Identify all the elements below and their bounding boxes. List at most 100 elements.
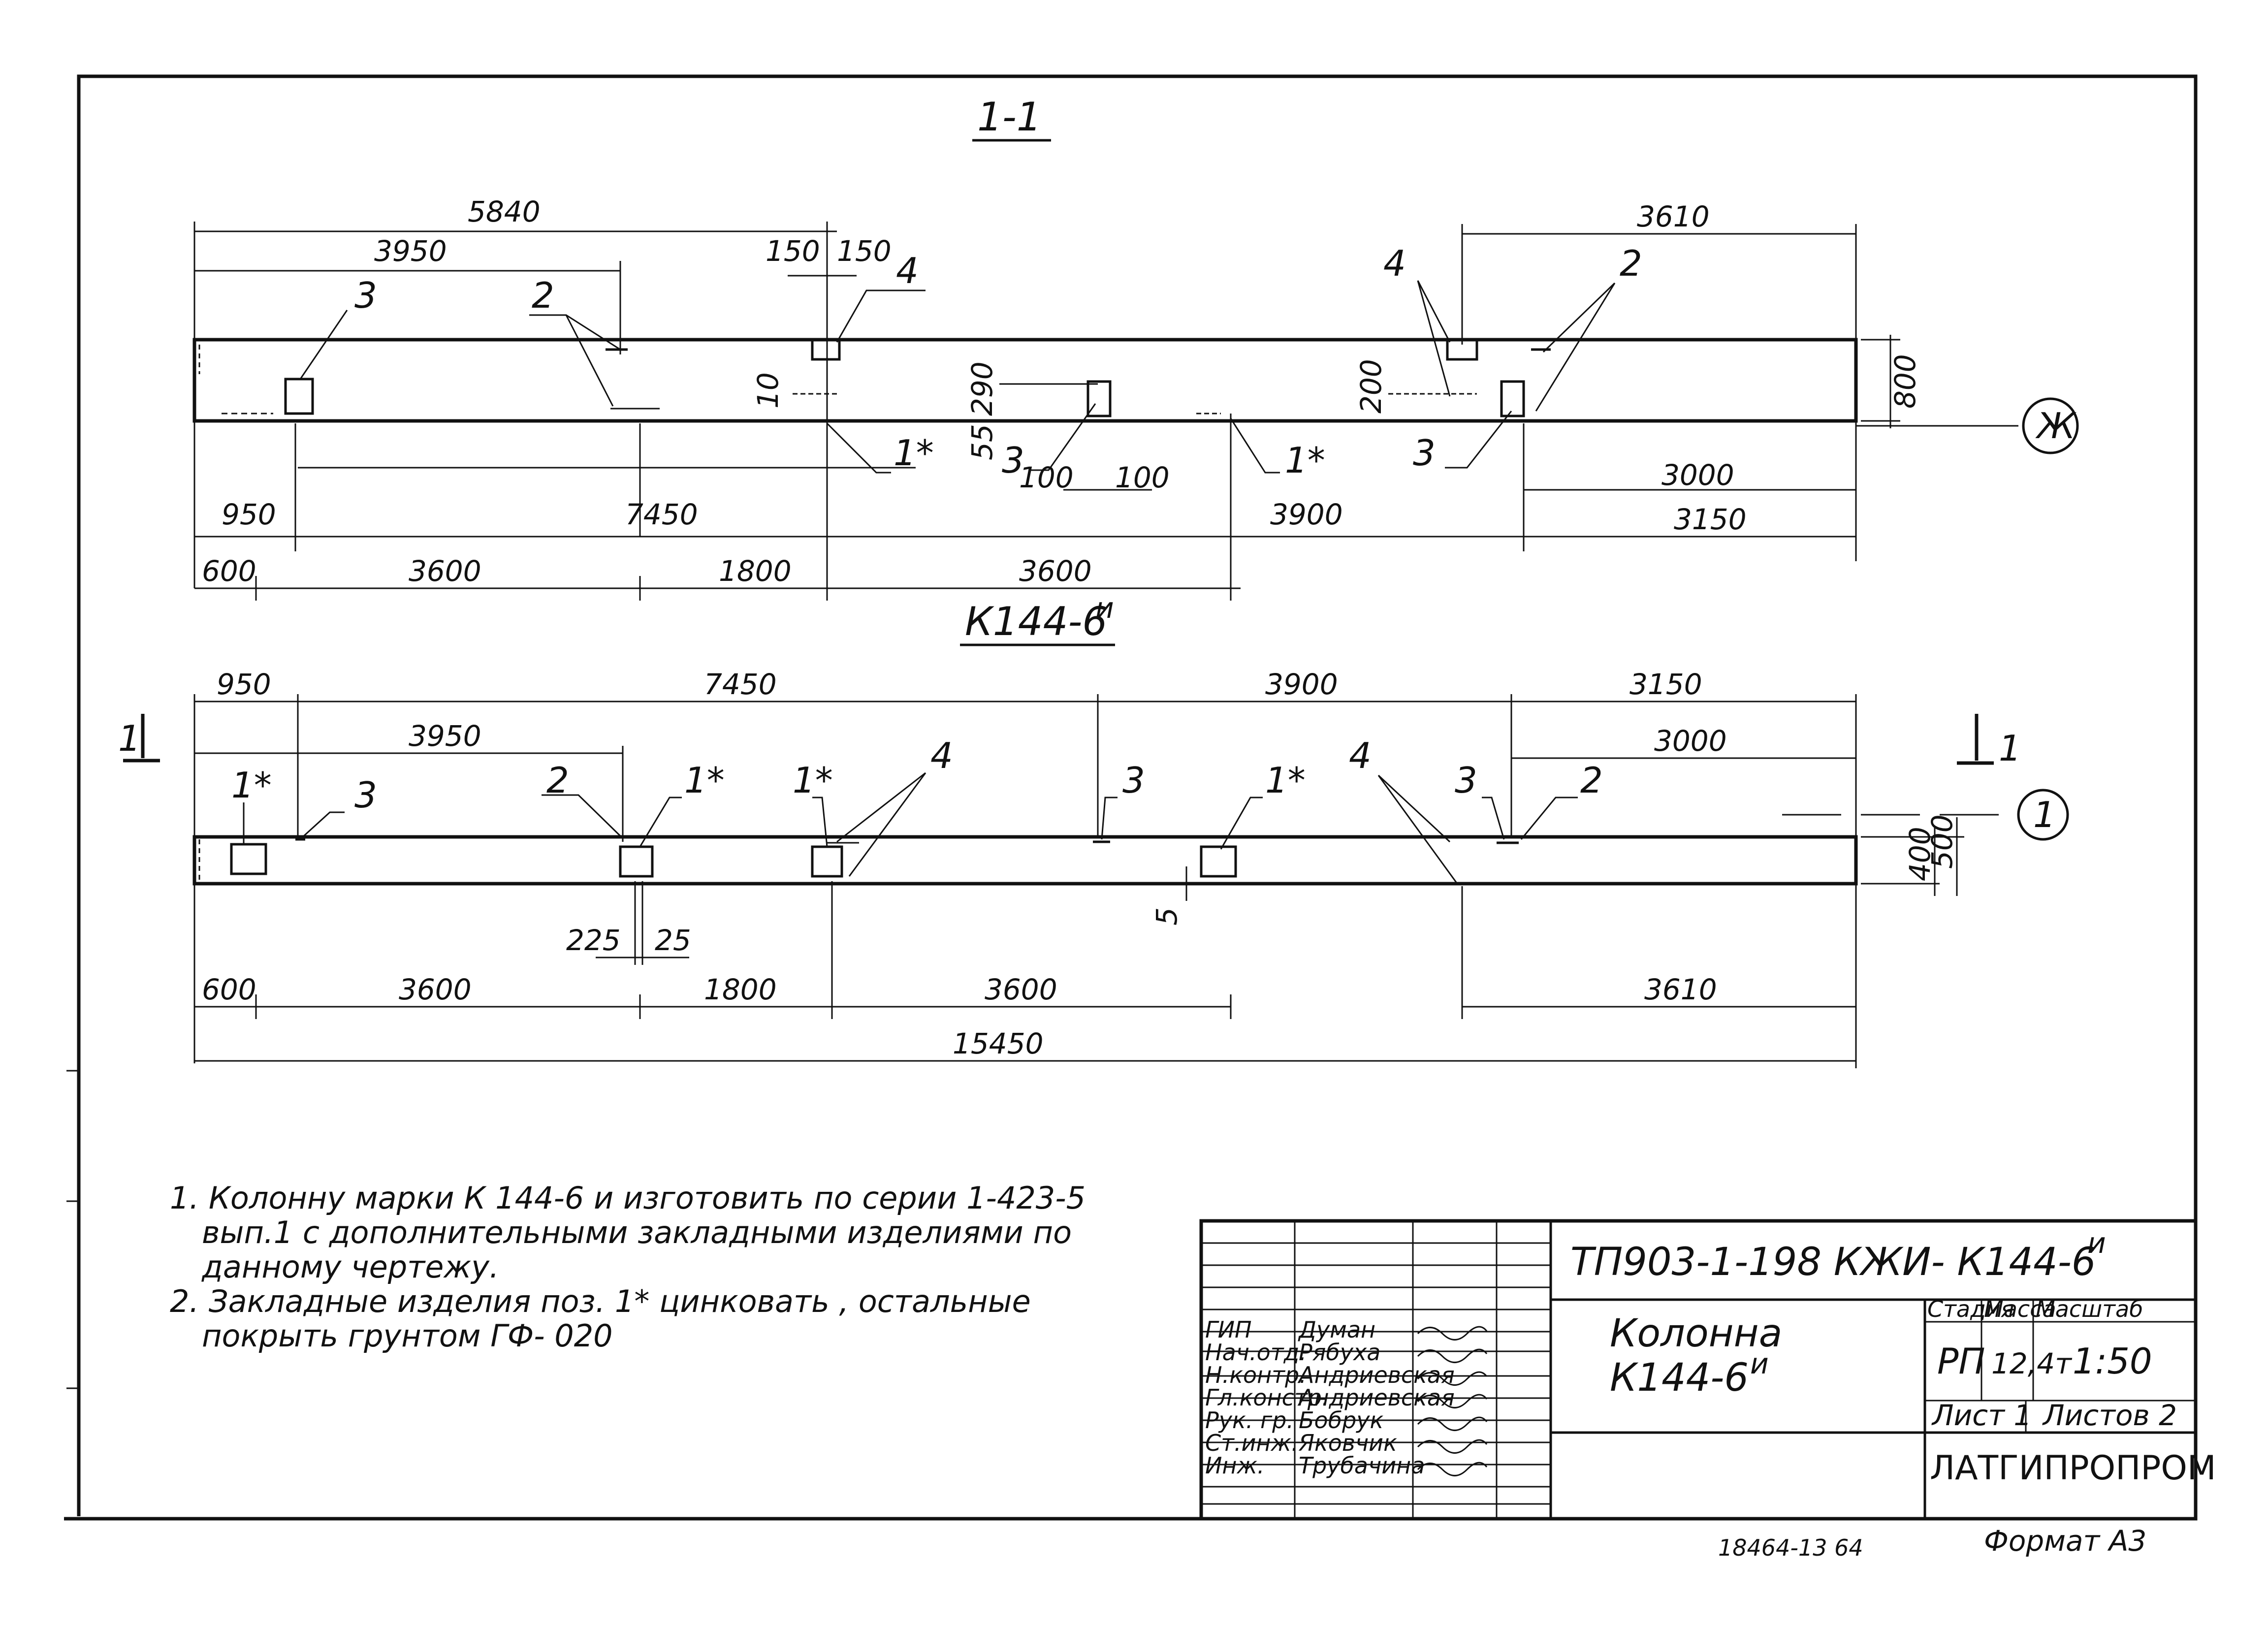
callout-1b: 1* — [1285, 440, 1325, 481]
dim-1800-b: 1800 — [704, 973, 777, 1006]
dim-200: 200 — [1354, 359, 1388, 414]
dim-5840: 5840 — [468, 195, 541, 228]
dim-150-b: 150 — [837, 234, 892, 268]
callout-2a: 2 — [532, 275, 554, 316]
dim-3150-b: 3150 — [1629, 668, 1702, 701]
callout-3a: 3 — [354, 275, 377, 316]
callout-4a: 4 — [896, 250, 919, 291]
callout-2b: 2 — [1620, 243, 1642, 284]
dim-3950: 3950 — [374, 234, 447, 268]
signature-role: ГИП — [1205, 1316, 1252, 1343]
callout-4b-b: 4 — [1349, 735, 1372, 776]
section-label: 1-1 — [977, 94, 1042, 140]
dim-7450: 7450 — [625, 498, 698, 531]
callout-3b-b: 3 — [1122, 760, 1145, 801]
dim-3900: 3900 — [1270, 498, 1343, 531]
column-body-bottom — [192, 835, 1858, 886]
callout-3b: 3 — [1002, 440, 1024, 481]
dim-100-a: 100 — [1019, 461, 1074, 494]
signature-name: Андриевская — [1297, 1362, 1455, 1388]
signature-scribble — [1417, 1439, 1488, 1454]
note-line-4: 2. Закладные изделия поз. 1* цинковать ,… — [170, 1283, 1031, 1319]
embedded-plate-1d — [1200, 845, 1237, 878]
scale-header: Масштаб — [2036, 1296, 2143, 1322]
dim-1800: 1800 — [719, 554, 792, 588]
dim-3900-b: 3900 — [1265, 668, 1338, 701]
embedded-plate-1a — [230, 843, 267, 875]
signature-scribble — [1417, 1348, 1488, 1363]
axis-label-zh: Ж — [2035, 405, 2077, 447]
stage-value: РП — [1937, 1341, 1985, 1382]
dim-800: 800 — [1888, 354, 1922, 409]
dim-55: 55 — [965, 424, 999, 460]
signature-scribble — [1417, 1326, 1488, 1341]
signature-scribble — [1417, 1462, 1488, 1476]
dim-3600-a: 3600 — [409, 554, 481, 588]
section-1-1: 1-1 5840 3950 3610 150 150 10 — [192, 94, 2079, 601]
section-cut-label-right: 1 — [1999, 728, 2021, 769]
dim-950-b: 950 — [217, 668, 271, 701]
callout-1c-b: 1* — [793, 760, 833, 801]
dim-3950-b: 3950 — [409, 719, 481, 753]
part-name-line1: Колонна — [1610, 1311, 1782, 1356]
signature-name: Бобрук — [1299, 1407, 1383, 1434]
note-line-5: покрыть грунтом ГФ- 020 — [202, 1318, 613, 1354]
signature-name: Думан — [1298, 1316, 1375, 1343]
embedded-plate-3a — [284, 378, 314, 415]
dim-3000: 3000 — [1661, 458, 1734, 492]
callout-4b: 4 — [1383, 243, 1406, 284]
dim-290: 290 — [965, 361, 999, 416]
elevation-label: К144-6 — [965, 599, 1107, 644]
dim-100-b: 100 — [1115, 461, 1170, 494]
note-line-3: данному чертежу. — [201, 1249, 499, 1285]
axis-marker-1 — [2017, 789, 2069, 841]
callout-4a-b: 4 — [930, 735, 953, 776]
callout-3a-b: 3 — [354, 774, 377, 816]
embedded-plate-3c — [1500, 380, 1525, 417]
dim-3600-d: 3600 — [985, 973, 1057, 1006]
dim-3610-b: 3610 — [1644, 973, 1717, 1006]
dim-7450-b: 7450 — [704, 668, 777, 701]
elevation-k144: К144-6 и 1 1 950 7450 3900 3 1 — [118, 591, 2069, 1068]
signature-role: Н.контр. — [1205, 1362, 1307, 1388]
callout-3c: 3 — [1413, 432, 1436, 474]
sheet-count: Листов 2 — [2042, 1399, 2177, 1432]
dim-5: 5 — [1150, 907, 1183, 926]
part-name-line2: К144-6 — [1610, 1356, 1749, 1400]
callout-1a-b: 1* — [231, 765, 272, 806]
axis-marker-zh — [2022, 397, 2079, 454]
dim-400: 400 — [1903, 827, 1937, 881]
signature-name: Рябуха — [1299, 1339, 1380, 1366]
dim-10: 10 — [751, 372, 785, 409]
inventory-number: 18464-13 64 — [1718, 1534, 1863, 1561]
dim-225: 225 — [566, 924, 621, 957]
signature-role: Гл.констр. — [1205, 1384, 1329, 1411]
callout-2a-b: 2 — [546, 760, 569, 801]
dim-3600-b: 3600 — [1019, 554, 1092, 588]
mass-value: 12,4т — [1991, 1347, 2073, 1380]
dim-600-b: 600 — [202, 973, 256, 1006]
column-body-top — [192, 338, 1858, 423]
organization-name: ЛАТГИПРОПРОМ — [1930, 1449, 2216, 1488]
section-cut-label-left: 1 — [118, 718, 141, 759]
dim-3150: 3150 — [1674, 503, 1747, 536]
stage-header: Стадия — [1927, 1296, 2014, 1322]
general-notes: 1. Колонну марки К 144-6 и изготовить по… — [170, 1180, 1086, 1354]
part-name-sup: и — [1750, 1347, 1769, 1380]
axis-label-1: 1 — [2033, 794, 2056, 835]
mass-header: Масса — [1984, 1296, 2056, 1322]
signature-role: Инж. — [1205, 1452, 1265, 1479]
embedded-plate-4a — [811, 338, 841, 361]
elevation-label-sup: и — [1095, 591, 1114, 625]
callout-1d-b: 1* — [1265, 760, 1306, 801]
signature-scribble — [1417, 1371, 1488, 1386]
dim-3000-b: 3000 — [1654, 724, 1727, 758]
note-line-1: 1. Колонну марки К 144-6 и изготовить по… — [170, 1180, 1086, 1216]
callout-1a: 1* — [894, 432, 934, 474]
embedded-plate-1c — [811, 845, 843, 878]
format-label: Формат А3 — [1984, 1524, 2146, 1558]
signature-scribble — [1417, 1394, 1488, 1408]
